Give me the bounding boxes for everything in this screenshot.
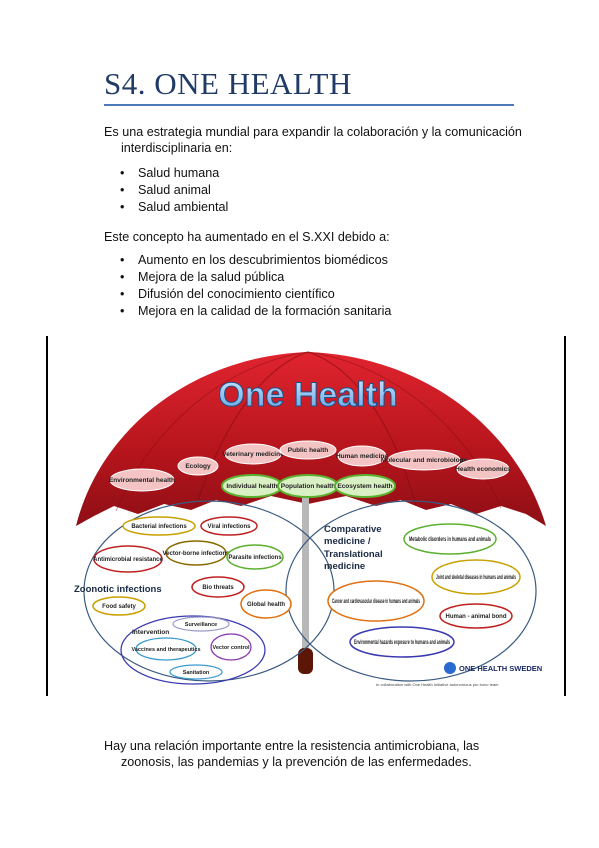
item-cancer-cardiovascular: Cancer and cardiovascular disease in hum… — [332, 599, 420, 605]
closing-paragraph: Hay una relación importante entre la res… — [104, 738, 514, 770]
item-food-safety: Food safety — [102, 604, 136, 610]
right-title-line-1: Comparative — [324, 524, 382, 535]
label-public-health: Public health — [288, 447, 328, 454]
list-item: Mejora en la calidad de la formación san… — [120, 303, 391, 320]
item-bacterial-infections: Bacterial infections — [131, 524, 187, 530]
umbrella-canopy — [76, 352, 546, 526]
item-global-health: Global health — [247, 602, 285, 608]
label-ecology: Ecology — [185, 463, 211, 470]
comparative-circle — [285, 500, 537, 682]
list-item: Salud humana — [120, 165, 228, 182]
list-item: Salud ambiental — [120, 199, 228, 216]
item-human-animal-bond: Human - animal bond — [445, 614, 506, 620]
item-vector-borne: Vector-borne infections — [162, 551, 230, 557]
intro-paragraph: Es una estrategia mundial para expandir … — [104, 124, 522, 156]
zoonotic-title: Zoonotic infections — [74, 584, 162, 595]
list-item: Aumento en los descubrimientos biomédico… — [120, 252, 391, 269]
logo-globe-icon — [444, 662, 456, 674]
intervention-surveillance: Surveillance — [185, 622, 217, 628]
page-title: S4. ONE HEALTH — [104, 66, 352, 101]
label-population-health: Population health — [281, 483, 336, 490]
diagram-title: One Health — [218, 376, 397, 414]
label-ecosystem-health: Ecosystem health — [337, 483, 392, 490]
item-joint-skeletal: Joint and skeletal diseases in humans an… — [436, 575, 516, 581]
right-title-line-3: Translational — [324, 549, 383, 560]
label-environmental-health: Environmental health — [109, 477, 175, 484]
intervention-vaccines: Vaccines and therapeutics — [131, 647, 200, 653]
list-item: Salud animal — [120, 182, 228, 199]
intro-line-1: Es una estrategia mundial para expandir … — [104, 125, 522, 139]
item-metabolic-disorders: Metabolic disorders in humans and animal… — [409, 537, 491, 543]
one-health-diagram: One Health Environmental health Ecology … — [74, 351, 546, 687]
areas-list: Salud humana Salud animal Salud ambienta… — [120, 165, 228, 216]
closing-line-2: zoonosis, las pandemias y la prevención … — [121, 755, 472, 769]
concept-paragraph: Este concepto ha aumentado en el S.XXI d… — [104, 230, 390, 244]
item-antimicrobial-resistance: Antimicrobial resistance — [93, 557, 163, 563]
right-title-line-4: medicine — [324, 561, 365, 572]
label-veterinary-medicine: Veterinary medicine — [222, 451, 284, 458]
closing-line-1: Hay una relación importante entre la res… — [104, 739, 480, 753]
label-molecular-microbiology: Molecular and microbiology — [381, 457, 468, 464]
umbrella-handle — [298, 648, 313, 674]
label-individual-health: Individual health — [226, 483, 277, 490]
list-item: Difusión del conocimiento científico — [120, 286, 391, 303]
intervention-sanitation: Sanitation — [183, 670, 210, 676]
umbrella-shaft — [302, 496, 309, 656]
reasons-list: Aumento en los descubrimientos biomédico… — [120, 252, 391, 320]
label-human-medicine: Human medicine — [336, 453, 388, 460]
one-health-figure: One Health Environmental health Ecology … — [46, 336, 566, 696]
item-environmental-hazards: Environmental hazards exposure to humans… — [354, 640, 450, 646]
logo-text: ONE HEALTH SWEDEN — [459, 664, 542, 673]
right-title-line-2: medicine / — [324, 536, 371, 547]
item-parasite-infections: Parasite infections — [228, 555, 282, 561]
title-underline — [104, 104, 514, 106]
intervention-vector-control: Vector control — [213, 645, 250, 651]
intervention-title: Intervention — [132, 629, 169, 636]
list-item: Mejora de la salud pública — [120, 269, 391, 286]
item-viral-infections: Viral infections — [208, 524, 252, 530]
intro-line-2: interdisciplinaria en: — [121, 141, 233, 155]
item-bio-threats: Bio threats — [202, 585, 234, 591]
credit-text: In collaboration with One Health Initiat… — [376, 682, 499, 687]
label-health-economics: Health economics — [455, 466, 511, 473]
